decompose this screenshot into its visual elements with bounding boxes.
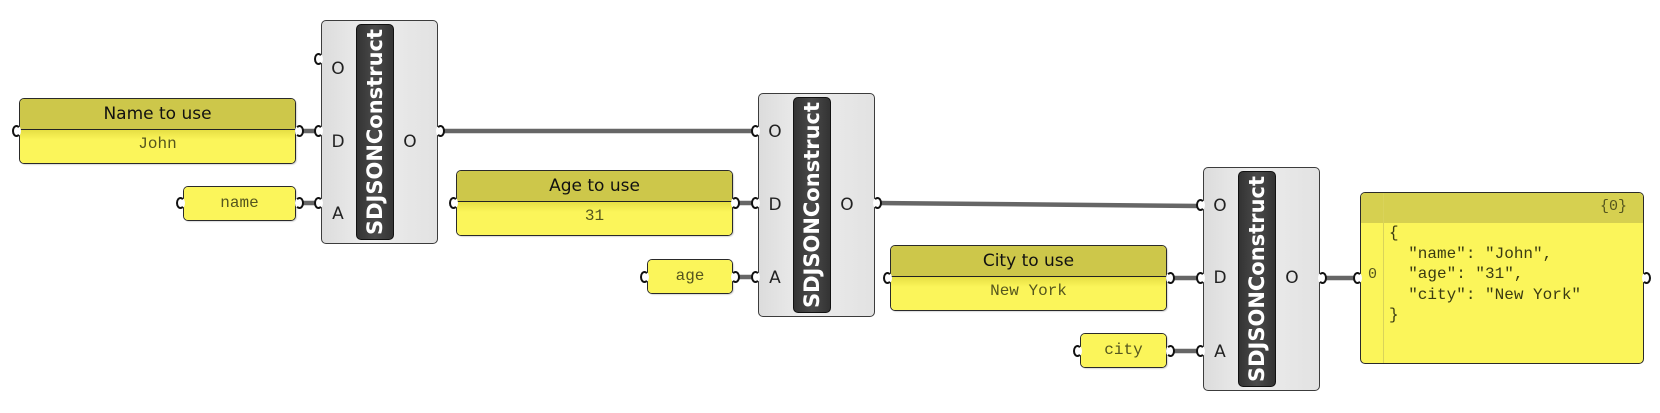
data-path-label: {0} [1599,198,1627,215]
input-grip-icon[interactable] [12,125,21,137]
input-grip-icon[interactable] [314,197,323,209]
component-name-strip: SDJSONConstruct [356,24,394,240]
output-grip-icon[interactable] [436,125,445,137]
item-index: 0 [1368,266,1378,283]
age-key-panel[interactable]: age [647,259,733,294]
panel-value[interactable]: 31 [457,202,732,235]
name-key-panel[interactable]: name [183,186,296,221]
output-grip-icon[interactable] [1318,272,1327,284]
input-param-O[interactable]: O [768,122,782,142]
input-param-A[interactable]: A [1214,342,1226,362]
input-grip-icon[interactable] [1196,272,1205,284]
output-grip-icon[interactable] [731,197,740,209]
input-grip-icon[interactable] [1073,345,1082,357]
wire-comp2-to-comp3[interactable] [879,200,1201,209]
component-name-strip: SDJSONConstruct [1238,171,1276,387]
panel-title: Name to use [20,99,295,130]
input-param-D[interactable]: D [1213,268,1227,288]
panel-header [1361,193,1643,223]
panel-value[interactable]: New York [891,277,1166,310]
input-param-D[interactable]: D [331,132,345,152]
age-data-panel[interactable]: Age to use 31 [456,170,733,236]
input-grip-icon[interactable] [640,271,649,283]
sdjsonconstruct-component-1[interactable]: O D A SDJSONConstruct O [321,20,438,244]
output-param-O[interactable]: O [403,132,417,152]
input-grip-icon[interactable] [449,197,458,209]
name-data-panel[interactable]: Name to use John [19,98,296,164]
sdjsonconstruct-component-3[interactable]: O D A SDJSONConstruct O [1203,167,1320,391]
input-grip-icon[interactable] [751,125,760,137]
panel-title: City to use [891,246,1166,277]
input-param-A[interactable]: A [769,268,781,288]
output-grip-icon[interactable] [1166,272,1175,284]
city-key-panel[interactable]: city [1080,333,1167,368]
output-param-O[interactable]: O [1285,268,1299,288]
input-param-A[interactable]: A [332,204,344,224]
input-grip-icon[interactable] [1196,199,1205,211]
input-param-O[interactable]: O [331,59,345,79]
panel-title: Age to use [457,171,732,202]
json-output-panel[interactable]: {0} 0 { "name": "John", "age": "31", "ci… [1360,192,1644,364]
output-grip-icon[interactable] [873,197,882,209]
output-grip-icon[interactable] [731,271,740,283]
output-grip-icon[interactable] [1642,272,1651,284]
panel-value[interactable]: city [1081,334,1166,367]
output-grip-icon[interactable] [1166,345,1175,357]
sdjsonconstruct-component-2[interactable]: O D A SDJSONConstruct O [758,93,875,317]
input-grip-icon[interactable] [751,271,760,283]
output-grip-icon[interactable] [295,125,304,137]
input-param-O[interactable]: O [1213,196,1227,216]
output-param-O[interactable]: O [840,195,854,215]
panel-value[interactable]: age [648,260,732,293]
city-data-panel[interactable]: City to use New York [890,245,1167,311]
panel-value[interactable]: John [20,130,295,163]
input-grip-icon[interactable] [314,125,323,137]
input-grip-icon[interactable] [1196,345,1205,357]
json-output-text[interactable]: { "name": "John", "age": "31", "city": "… [1389,224,1582,324]
input-grip-icon[interactable] [883,272,892,284]
panel-value[interactable]: name [184,187,295,220]
input-grip-icon[interactable] [314,53,323,65]
input-param-D[interactable]: D [768,195,782,215]
input-grip-icon[interactable] [751,197,760,209]
panel-gutter [1383,193,1384,363]
output-grip-icon[interactable] [295,197,304,209]
component-name-strip: SDJSONConstruct [793,97,831,313]
input-grip-icon[interactable] [1353,272,1362,284]
input-grip-icon[interactable] [176,197,185,209]
